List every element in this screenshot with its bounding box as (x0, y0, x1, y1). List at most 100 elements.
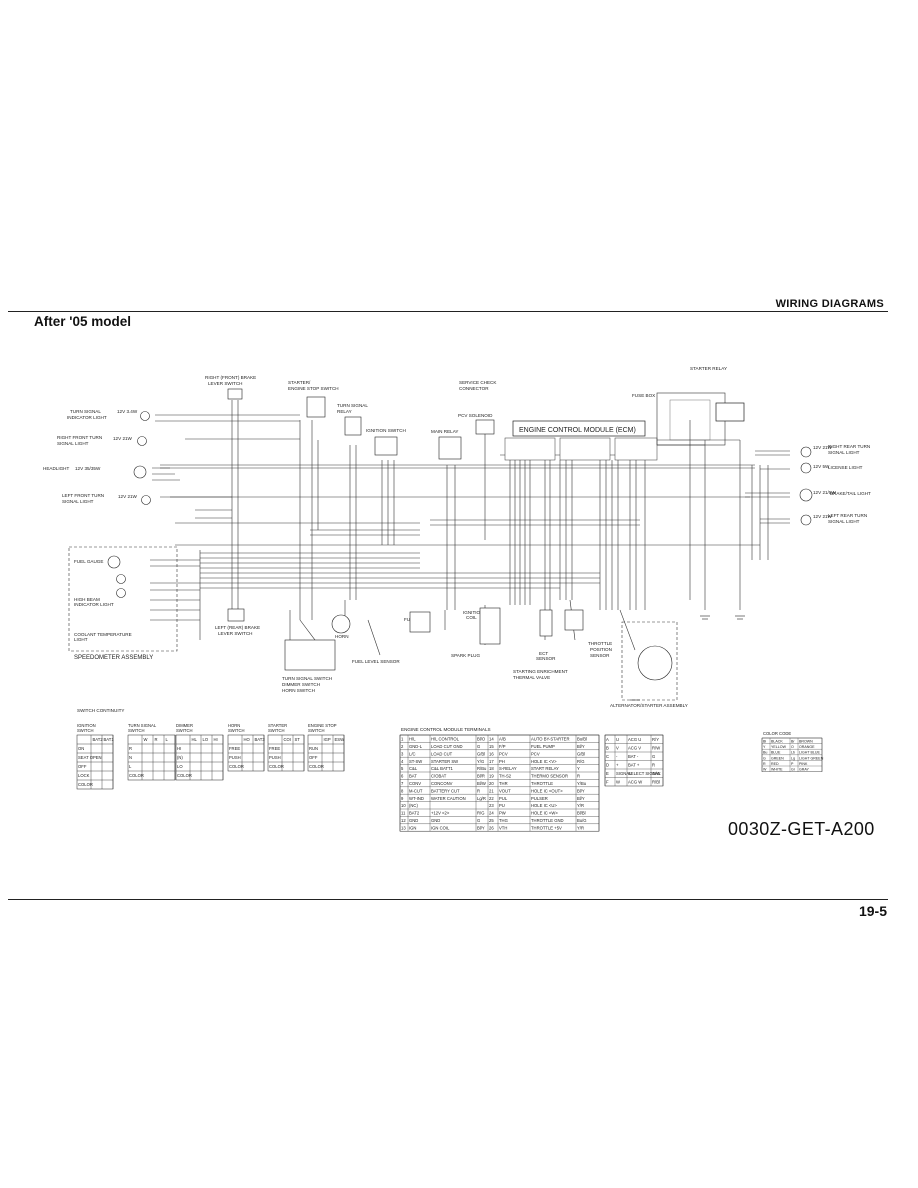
connector-cell: R (652, 763, 655, 768)
ecm-cell: Y (577, 766, 580, 771)
color-code-cell: P (791, 762, 794, 766)
ecm-cell: 9 (401, 796, 404, 801)
right-rear-turn-bulb (800, 446, 812, 458)
ecm-cell: 19 (489, 774, 494, 779)
ignition-coil-label: IGNITION (463, 610, 483, 615)
ecm-cell: STARTER SW (431, 759, 458, 764)
diagram-code: 0030Z-GET-A200 (728, 819, 875, 839)
left-front-turn-rating: 12V 21W (118, 494, 138, 499)
ecm-table-frame (399, 734, 600, 832)
ecm-cell: R (577, 774, 580, 779)
turn-indicator-rating: 12V 3.4W (117, 409, 138, 414)
ecm-cell: 4 (401, 759, 404, 764)
throttle-sensor-label-3: SENSOR (590, 653, 610, 658)
ecm-cell: BAT2 (409, 811, 420, 816)
connector-cell: + (616, 763, 619, 768)
ecm-terminals-title: ENGINE CONTROL MODULE TERMINALS (401, 727, 491, 732)
connector-cell: D (606, 763, 609, 768)
service-check-label: SERVICE CHECK (459, 380, 497, 385)
pcv-solenoid-label: PCV SOLENOID (458, 413, 493, 418)
switch-row-label: COLOR (309, 764, 324, 769)
color-code-cell: O (791, 745, 794, 749)
ecm-cell: Bu/G (577, 818, 587, 823)
battery-symbol (715, 402, 745, 422)
switch-col-header: ST (295, 737, 301, 742)
brake-tail-bulb (799, 488, 813, 502)
color-code-cell: W (763, 768, 767, 772)
color-code-cell: BLUE (771, 751, 781, 755)
ecm-cell: 8 (401, 788, 404, 793)
left-rear-turn-rating: 12V 21W (813, 514, 833, 519)
ecm-cell: G (477, 818, 480, 823)
color-code-cell: GREEN (771, 756, 784, 760)
color-code-cell: LIGHT GREEN (799, 756, 824, 760)
color-code-cell: Lg (791, 756, 795, 760)
ecm-cell: G/Bl (477, 751, 485, 756)
switch-name: SWITCH (308, 728, 325, 733)
section-header: WIRING DIAGRAMS (775, 298, 884, 310)
connector-cell: G/W (652, 771, 660, 776)
model-title: After '05 model (34, 314, 131, 329)
brake-tail-label: BRAKE/TAIL LIGHT (830, 491, 871, 496)
speedometer-label: SPEEDOMETER ASSEMBLY (74, 655, 153, 661)
brake-tail-rating: 12V 21/5W (813, 490, 836, 495)
ecm-cell: PUL (499, 796, 508, 801)
ecm-cell: 13 (401, 825, 406, 830)
switch-col-header: BAT2 (93, 737, 104, 742)
header-rule (8, 311, 888, 312)
headlight-label: HEADLIGHT (43, 466, 69, 471)
starter-stop-switch-label: STARTER/ (288, 380, 311, 385)
ecm-cell: Bl/R (477, 774, 485, 779)
ecm-cell: (NC) (409, 803, 418, 808)
switch-col-header: ESW (335, 737, 345, 742)
ecm-cell: THROTTLE GND (531, 818, 564, 823)
ecm-cell: 5 (401, 766, 404, 771)
ecm-cell: GND-L (409, 744, 423, 749)
handle-switch-label-3: HORN SWITCH (282, 688, 315, 693)
switch-col-header: LO (203, 737, 209, 742)
color-code-cell: GRAY (799, 768, 810, 772)
connector-cell: BAT + (628, 763, 640, 768)
ecm-cell: S-RELAY (499, 766, 517, 771)
ecm-cell: Y/Bu (577, 781, 587, 786)
connector-cell: - (616, 754, 618, 759)
handle-switch-label-2: DIMMER SWITCH (282, 682, 320, 687)
ecm-cell: TH-S2 (499, 774, 512, 779)
switch-col-header: R (155, 737, 158, 742)
right-front-turn-bulb (137, 436, 147, 446)
switch-col-header: HL (192, 737, 198, 742)
switch-name: STARTER (268, 723, 287, 728)
ecm-cell: R/Bu (477, 766, 487, 771)
ecm-cell: 21 (489, 788, 494, 793)
ecm-cell: THROTTLE (531, 781, 553, 786)
right-front-turn-label-2: SIGNAL LIGHT (57, 441, 89, 446)
ecm-cell: VOUT (499, 788, 511, 793)
color-code-cell: Lb (791, 751, 795, 755)
ecm-cell: 23 (489, 803, 494, 808)
connector-cell: A (606, 737, 609, 742)
right-brake-switch (227, 388, 243, 400)
switch-row-label: PUSH (269, 755, 281, 760)
ecm-cell: THR (499, 781, 508, 786)
ecm-cell: 2 (401, 744, 404, 749)
tachometer-lamp (116, 574, 126, 584)
ecm-cell: Bu/Bl (577, 737, 587, 742)
component-labels: RIGHT (FRONT) BRAKE LEVER SWITCH STARTER… (43, 366, 871, 708)
connector-cell: C (606, 754, 609, 759)
switch-name: DIMMER (176, 723, 193, 728)
connector-cell: E (606, 771, 609, 776)
license-bulb (800, 462, 812, 474)
ecm-cell: PCV (499, 751, 508, 756)
switch-continuity-title: SWITCH CONTINUITY (77, 708, 124, 713)
right-front-turn-label: RIGHT FRONT TURN (57, 435, 102, 440)
switch-row-label: SEAT OPEN (78, 755, 102, 760)
turn-signal-relay (344, 416, 362, 436)
switch-col-header: BAT3 (255, 737, 266, 742)
connector-cell: W (616, 780, 620, 785)
ecm-cell: F/P (499, 744, 506, 749)
high-beam-bulb (116, 588, 126, 598)
color-code-cell: Br (791, 740, 795, 744)
switch-row-label: L (129, 764, 132, 769)
color-code-cell: G (763, 756, 766, 760)
